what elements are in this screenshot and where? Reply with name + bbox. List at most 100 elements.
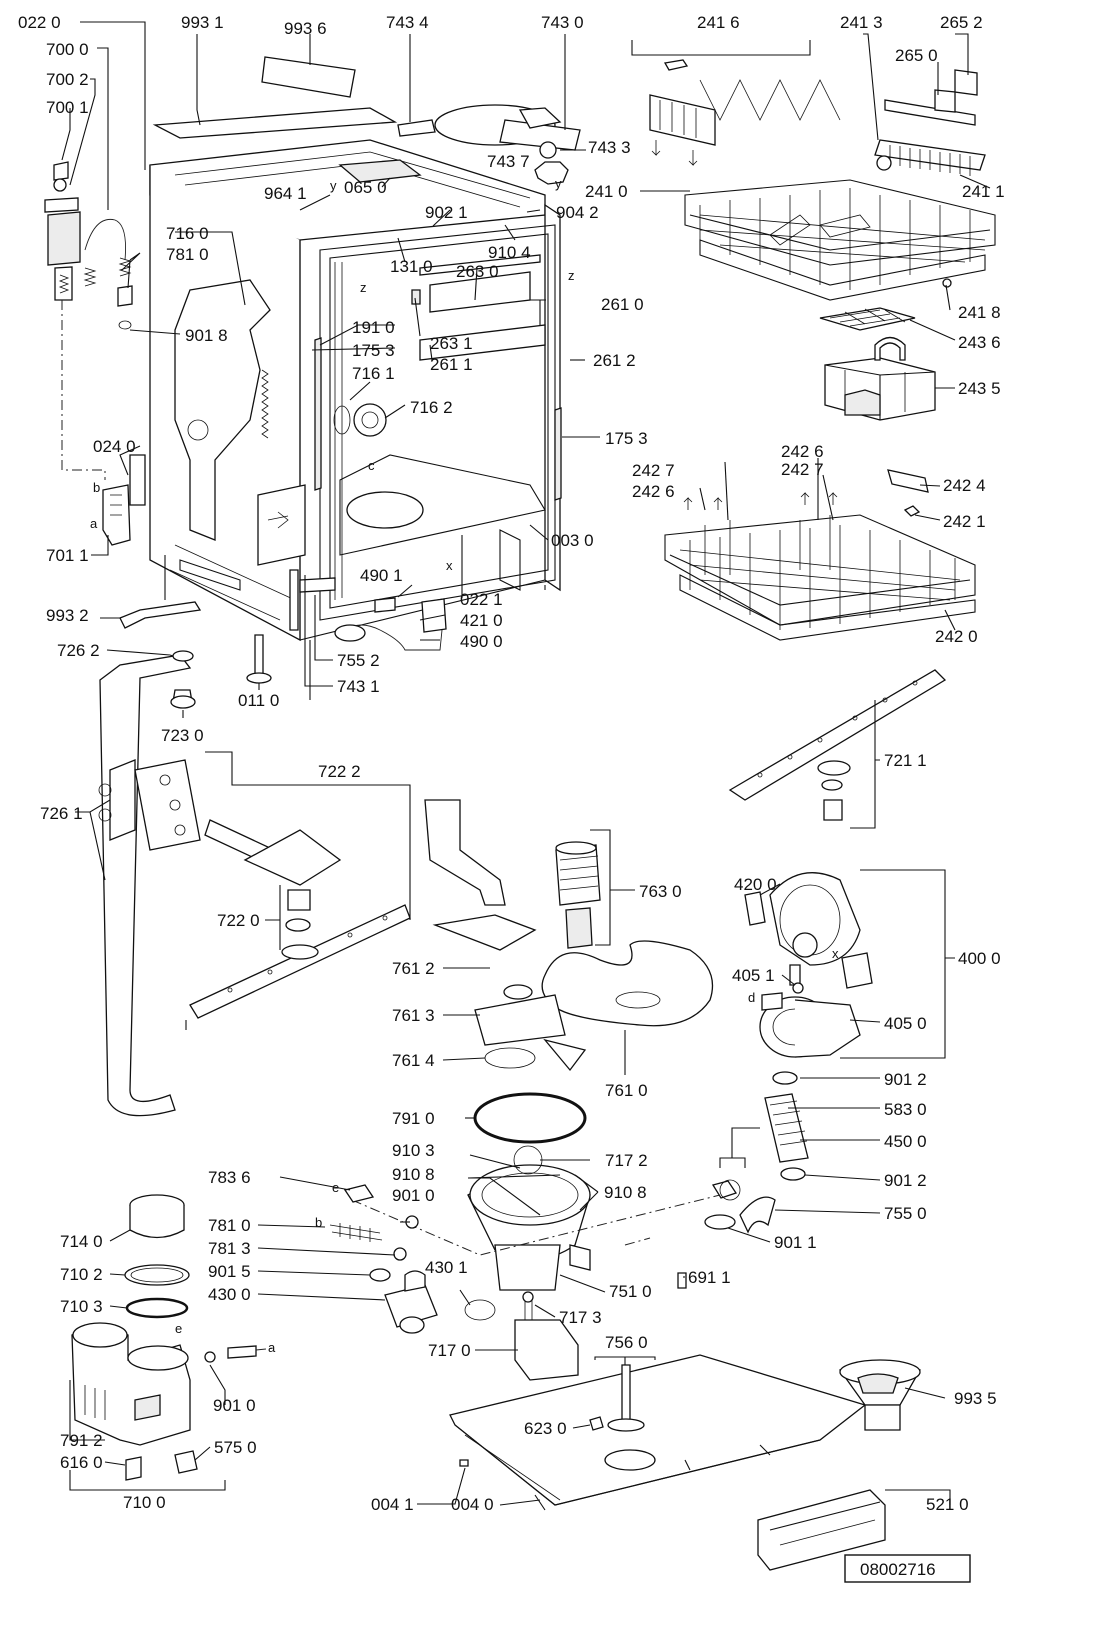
part-callout: 910 4 xyxy=(488,243,531,262)
part-callout: 004 1 xyxy=(371,1495,414,1514)
part-callout: 420 0 xyxy=(734,875,777,894)
part-callout: 242 7 xyxy=(781,460,824,479)
part-callout: 791 2 xyxy=(60,1431,103,1450)
part-callout: 241 8 xyxy=(958,303,1001,322)
part-callout: 901 2 xyxy=(884,1070,927,1089)
part-callout: 421 0 xyxy=(460,611,503,630)
part-callout: 710 3 xyxy=(60,1297,103,1316)
part-callout: 261 0 xyxy=(601,295,644,314)
connector-letter: d xyxy=(748,990,755,1005)
drawing-number: 08002716 xyxy=(844,1554,971,1583)
part-callout: 751 0 xyxy=(609,1282,652,1301)
leader-lines xyxy=(61,21,991,1506)
connector-letter: b xyxy=(93,480,100,495)
part-callout: 242 0 xyxy=(935,627,978,646)
part-callout: 616 0 xyxy=(60,1453,103,1472)
part-callout: 400 0 xyxy=(958,949,1001,968)
part-callout: 691 1 xyxy=(688,1268,731,1287)
part-callout: 241 3 xyxy=(840,13,883,32)
part-callout: 243 6 xyxy=(958,333,1001,352)
part-callout: 716 0 xyxy=(166,224,209,243)
connector-letter: b xyxy=(315,1215,322,1230)
part-callout: 450 0 xyxy=(884,1132,927,1151)
part-callout: 910 8 xyxy=(604,1183,647,1202)
part-callout: 716 1 xyxy=(352,364,395,383)
part-callout: 717 3 xyxy=(559,1308,602,1327)
part-callout: 721 1 xyxy=(884,751,927,770)
part-callout: 242 7 xyxy=(632,461,675,480)
part-callout: 024 0 xyxy=(93,437,136,456)
part-callout: 490 0 xyxy=(460,632,503,651)
part-callout: 242 6 xyxy=(632,482,675,501)
part-callout: 901 2 xyxy=(884,1171,927,1190)
water-inlet-drawing xyxy=(44,161,146,546)
part-callout: 191 0 xyxy=(352,318,395,337)
drawing-number-box xyxy=(844,1554,971,1583)
top-parts-drawing xyxy=(152,56,581,185)
part-callout: 781 0 xyxy=(166,245,209,264)
part-callout: 901 8 xyxy=(185,326,228,345)
part-callout: 901 5 xyxy=(208,1262,251,1281)
cabinet-tub-drawing xyxy=(149,139,562,700)
part-callout: 700 0 xyxy=(46,40,89,59)
connector-letter: y xyxy=(555,176,562,191)
part-callout: 993 5 xyxy=(954,1389,997,1408)
part-callout: 761 0 xyxy=(605,1081,648,1100)
part-callout: 265 0 xyxy=(895,46,938,65)
part-callout: 710 0 xyxy=(123,1493,166,1512)
part-callout: 781 0 xyxy=(208,1216,251,1235)
part-callout: 521 0 xyxy=(926,1495,969,1514)
part-callout: 011 0 xyxy=(238,691,279,710)
connector-letter: x xyxy=(446,558,453,573)
part-callout: 717 2 xyxy=(605,1151,648,1170)
part-callout: 723 0 xyxy=(161,726,204,745)
part-callout: 022 0 xyxy=(18,13,61,32)
sump-filter-drawing xyxy=(351,841,721,1381)
part-callout: 003 0 xyxy=(551,531,594,550)
part-callout: 022 1 xyxy=(460,590,503,609)
part-callout: 263 0 xyxy=(456,262,499,281)
part-callout: 763 0 xyxy=(639,882,682,901)
part-callout: 701 1 xyxy=(46,546,89,565)
part-callout: 755 2 xyxy=(337,651,380,670)
part-callout: 993 6 xyxy=(284,19,327,38)
part-callout: 175 3 xyxy=(352,341,395,360)
connector-letter: x xyxy=(832,946,839,961)
water-softener-drawing xyxy=(71,1184,438,1481)
part-callout: 726 1 xyxy=(40,804,83,823)
part-callout: 430 1 xyxy=(425,1258,468,1277)
part-callout: 242 4 xyxy=(943,476,986,495)
part-callout: 743 4 xyxy=(386,13,429,32)
part-callout: 904 2 xyxy=(556,203,599,222)
part-callout: 781 3 xyxy=(208,1239,251,1258)
part-callout: 761 4 xyxy=(392,1051,435,1070)
connector-letters: b a c x z z y y x d e b e a xyxy=(90,176,839,1355)
part-callout: 901 0 xyxy=(392,1186,435,1205)
connector-letter: y xyxy=(330,178,337,193)
part-callout: 490 1 xyxy=(360,566,403,585)
connector-letter: c xyxy=(368,458,375,473)
part-callout: 241 1 xyxy=(962,182,1005,201)
part-callout: 743 1 xyxy=(337,677,380,696)
part-callout: 261 2 xyxy=(593,351,636,370)
part-callout: 783 6 xyxy=(208,1168,251,1187)
part-callout: 065 0 xyxy=(344,178,387,197)
lower-rack-drawing xyxy=(664,469,976,641)
part-callout: 131 0 xyxy=(390,257,433,276)
part-callout: 993 2 xyxy=(46,606,89,625)
part-callout: 743 7 xyxy=(487,152,530,171)
part-callout: 756 0 xyxy=(605,1333,648,1352)
part-callout: 722 2 xyxy=(318,762,361,781)
base-plate-drawing xyxy=(119,569,921,1571)
part-callout: 405 0 xyxy=(884,1014,927,1033)
drawing-number-text: 08002716 xyxy=(860,1560,936,1579)
part-callout: 902 1 xyxy=(425,203,468,222)
spray-arms-drawing xyxy=(98,650,947,1117)
part-callout: 761 2 xyxy=(392,959,435,978)
motor-heater-drawing xyxy=(677,872,873,1289)
part-callout: 241 6 xyxy=(697,13,740,32)
part-callout: 716 2 xyxy=(410,398,453,417)
part-callout: 722 0 xyxy=(217,911,260,930)
part-callout: 761 3 xyxy=(392,1006,435,1025)
